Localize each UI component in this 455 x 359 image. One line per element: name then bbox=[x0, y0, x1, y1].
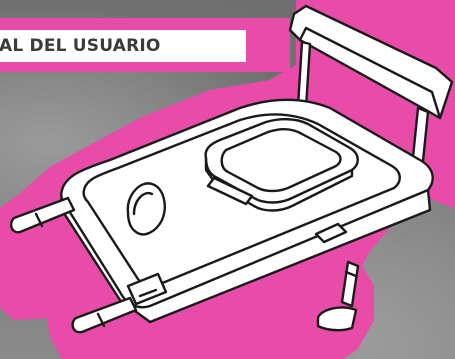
support-leg-foot bbox=[316, 306, 358, 332]
isofix-arm-bottom bbox=[71, 296, 138, 334]
center-slot bbox=[206, 176, 254, 206]
oval-handle bbox=[126, 182, 166, 236]
support-leg bbox=[340, 260, 360, 308]
title-bar: AL DEL USUARIO bbox=[0, 30, 246, 62]
page-title: AL DEL USUARIO bbox=[0, 36, 161, 56]
indicator-window bbox=[126, 272, 168, 306]
isofix-arm-top bbox=[9, 196, 76, 234]
side-button bbox=[314, 222, 348, 244]
